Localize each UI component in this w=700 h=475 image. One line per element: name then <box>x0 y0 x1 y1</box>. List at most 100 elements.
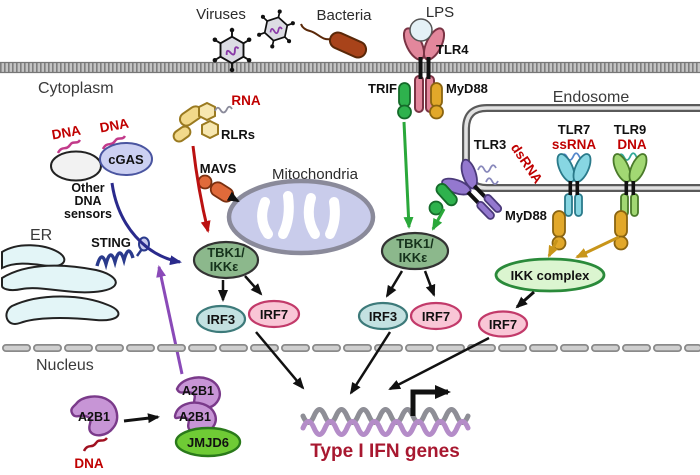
tbk1-label: TBK1/ <box>396 236 434 251</box>
endosome-label: Endosome <box>553 89 630 106</box>
dna-label: DNA <box>74 456 103 471</box>
mavs-protein <box>197 174 213 190</box>
dna-ligand <box>56 139 82 154</box>
irf3-left-node: IRF3 <box>195 304 247 334</box>
a2b1-group: A2B1 A2B1 A2B1 JMJD6 DNA <box>70 376 242 471</box>
er-group: ER STING <box>0 227 150 325</box>
irf3-label: IRF3 <box>369 309 397 324</box>
rna-strand <box>214 105 233 114</box>
other-sensors-label: DNA <box>74 194 101 208</box>
trif-label: TRIF <box>368 81 397 96</box>
tlr4-complex: LPS TLR4 TRIF MyD88 <box>368 4 488 120</box>
irf7-left-node: IRF7 <box>247 299 301 329</box>
tbk1-left-node: TBK1/ IKKε <box>192 240 260 280</box>
cgas-label: cGAS <box>108 152 144 167</box>
tbk1-irf7-arrow <box>423 270 436 297</box>
myd88-endosome-label: MyD88 <box>505 208 547 223</box>
jmjd6-label: JMJD6 <box>187 435 229 450</box>
endosome: Endosome <box>462 89 700 192</box>
a2b1-label: A2B1 <box>182 384 214 398</box>
irf7-label: IRF7 <box>260 307 288 322</box>
nucleus-label: Nucleus <box>36 357 94 374</box>
tlr7-label: TLR7 <box>558 122 591 137</box>
irf7-mid-node: IRF7 <box>409 301 463 331</box>
dsrna-label: dsRNA <box>508 141 546 187</box>
bacteria-group: Bacteria <box>300 7 372 59</box>
mitochondrion <box>226 178 376 256</box>
trif-adaptor-tlr3 <box>428 183 458 216</box>
dsrna-strand <box>477 164 497 173</box>
jmjd6-node <box>174 426 242 458</box>
dna-ligand <box>82 437 108 452</box>
bacteria-label: Bacteria <box>316 7 372 24</box>
irf7-right-node: IRF7 <box>477 310 529 338</box>
myd88-ikk-arrow <box>547 239 559 258</box>
rlrs-group: RNA RLRs <box>172 93 261 143</box>
dsrna-strand <box>485 177 499 185</box>
myd88-ikk-arrow <box>575 235 620 259</box>
mitochondria-group: Mitochondria MAVS <box>197 161 376 256</box>
viruses-label: Viruses <box>196 6 246 23</box>
myd88-tlr4-label: MyD88 <box>446 81 488 96</box>
irf-gene-arrow <box>349 331 392 395</box>
tlr4-tm <box>426 57 431 79</box>
tbk1-mid-node: TBK1/ IKKε <box>380 231 450 271</box>
tlr3-label: TLR3 <box>474 137 507 152</box>
rlrs-label: RLRs <box>221 127 255 142</box>
mitochondria-label: Mitochondria <box>272 166 359 183</box>
tbk1-irf7-arrow <box>244 275 263 296</box>
a2b1-sting-arrow <box>156 265 184 375</box>
tlr4-label: TLR4 <box>436 42 469 57</box>
myd88-adaptor-tlr4 <box>429 82 444 120</box>
cgas-node <box>99 142 153 176</box>
virus-icon <box>254 5 298 53</box>
viruses-group: Viruses <box>196 5 298 74</box>
tlr3-tbk1-arrow <box>431 208 446 231</box>
a2b1-single <box>70 395 119 437</box>
sting-protein <box>95 249 135 271</box>
other-sensors-label: Other <box>71 181 104 195</box>
ifn-genes-group: Type I IFN genes <box>300 385 471 462</box>
tlr9-receptor: TLR9 DNA <box>612 122 648 251</box>
rna-label: RNA <box>231 93 260 108</box>
other-dna-sensor <box>50 150 102 182</box>
plasma-membrane <box>0 61 700 74</box>
tbk1-label: TBK1/ <box>207 245 245 260</box>
mavs-label: MAVS <box>200 161 237 176</box>
dna-sensors-group: DNA DNA cGAS Other DNA sensors <box>50 116 153 221</box>
irf7-label: IRF7 <box>489 317 517 332</box>
lps-label: LPS <box>426 4 454 21</box>
myd88-adaptor-tlr9 <box>613 210 629 251</box>
a2b1-label: A2B1 <box>179 410 211 424</box>
mavs-mito-arrow <box>226 191 240 203</box>
a2b1-label: A2B1 <box>78 410 110 424</box>
dna-helix-strand <box>300 419 471 437</box>
dna-tlr9-label: DNA <box>617 137 646 152</box>
dna-ligand <box>101 135 127 150</box>
ikk-complex-node: IKK complex <box>494 257 606 293</box>
rlr-tbk1-arrow <box>191 145 211 233</box>
er-label: ER <box>30 227 52 244</box>
cytoplasm-label: Cytoplasm <box>38 80 114 97</box>
tlr7-receptor: TLR7 ssRNA <box>551 122 596 251</box>
ikk-irf7-arrow <box>515 290 535 309</box>
tbk1-label: IKKε <box>399 250 428 265</box>
a2b1-dimerize-arrow <box>123 413 160 424</box>
irf3-label: IRF3 <box>207 312 235 327</box>
dna-label: DNA <box>99 116 131 136</box>
dna-label: DNA <box>51 123 83 143</box>
sting-label: STING <box>91 235 131 250</box>
tbk1-irf3-arrow <box>385 270 404 298</box>
tlr4-tm <box>418 57 423 79</box>
flagellum <box>300 23 332 41</box>
cristae <box>257 191 340 239</box>
irf7-label: IRF7 <box>422 309 450 324</box>
irf-gene-arrow <box>388 336 490 391</box>
ifn-genes-label: Type I IFN genes <box>310 441 460 462</box>
tbk1-label: IKKε <box>210 259 239 274</box>
lps-molecule <box>409 18 433 42</box>
cgas-sting-tbk1-arrow <box>110 182 182 266</box>
transcription-arrow <box>410 385 451 416</box>
mavs-protein <box>209 181 235 203</box>
